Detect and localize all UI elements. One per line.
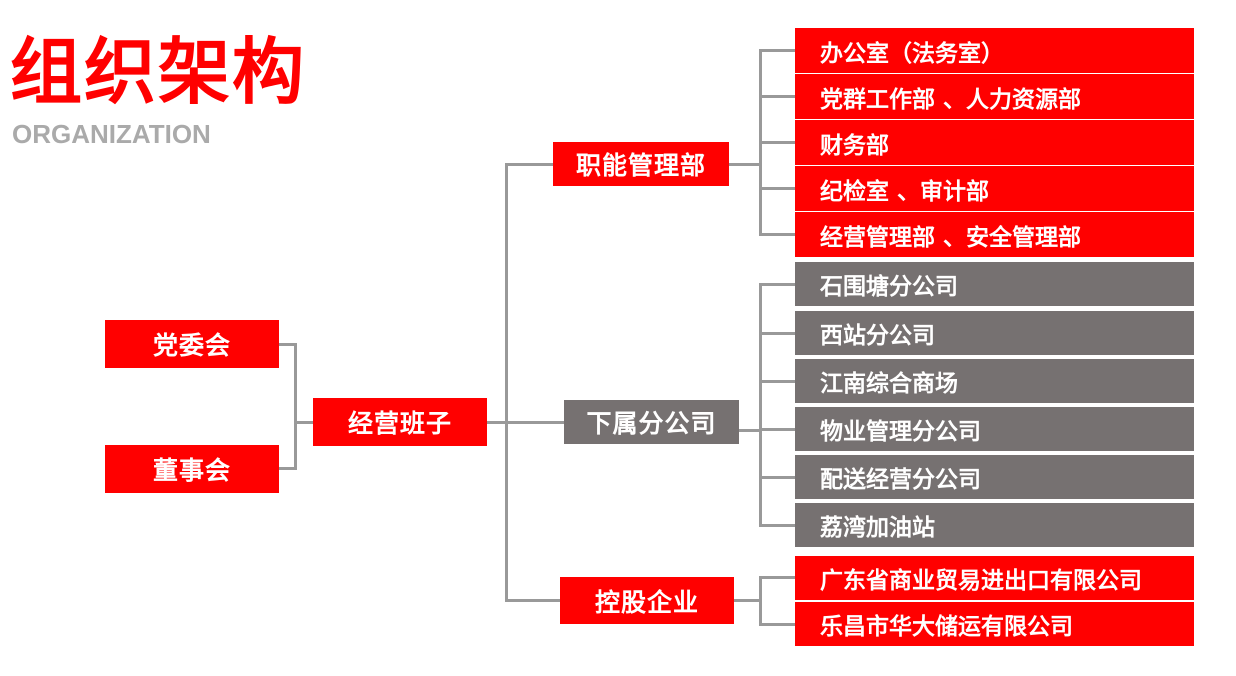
connector [505,163,508,602]
branch-company-item: 石围塘分公司 [795,262,1194,306]
branch-company-item: 物业管理分公司 [795,407,1194,451]
page-title: 组织架构 [10,30,307,114]
connector [759,332,795,335]
node-party-committee: 党委会 [105,320,279,368]
connector [759,476,795,479]
connector [759,283,762,527]
page-subtitle: ORGANIZATION [12,119,211,149]
connector [729,163,762,166]
connector [294,421,313,424]
connector [759,623,795,626]
connector [279,467,297,470]
functional-dept-item: 纪检室 、审计部 [795,166,1194,211]
connector [759,524,795,527]
functional-dept-item: 党群工作部 、人力资源部 [795,74,1194,119]
connector [759,233,795,236]
connector [759,283,795,286]
connector [759,49,795,52]
holding-company-item: 广东省商业贸易进出口有限公司 [795,556,1194,600]
node-functional: 职能管理部 [553,142,729,186]
branch-company-item: 江南综合商场 [795,359,1194,403]
connector [734,599,762,602]
branch-company-item: 荔湾加油站 [795,503,1194,547]
connector [505,599,560,602]
functional-dept-item: 办公室（法务室） [795,28,1194,73]
node-holdings: 控股企业 [560,577,734,624]
branch-company-item: 西站分公司 [795,311,1194,355]
connector [294,343,297,470]
connector [759,380,795,383]
node-management: 经营班子 [313,398,487,446]
node-branches: 下属分公司 [564,400,739,444]
connector [279,343,297,346]
connector [739,429,762,432]
connector [759,576,762,626]
connector [487,421,564,424]
connector [759,141,795,144]
connector [759,187,795,190]
connector [759,95,795,98]
branch-company-item: 配送经营分公司 [795,455,1194,499]
holding-company-item: 乐昌市华大储运有限公司 [795,602,1194,646]
connector [759,576,795,579]
connector [505,163,553,166]
node-board: 董事会 [105,445,279,493]
functional-dept-item: 财务部 [795,120,1194,165]
functional-dept-item: 经营管理部 、安全管理部 [795,212,1194,257]
connector [759,428,795,431]
